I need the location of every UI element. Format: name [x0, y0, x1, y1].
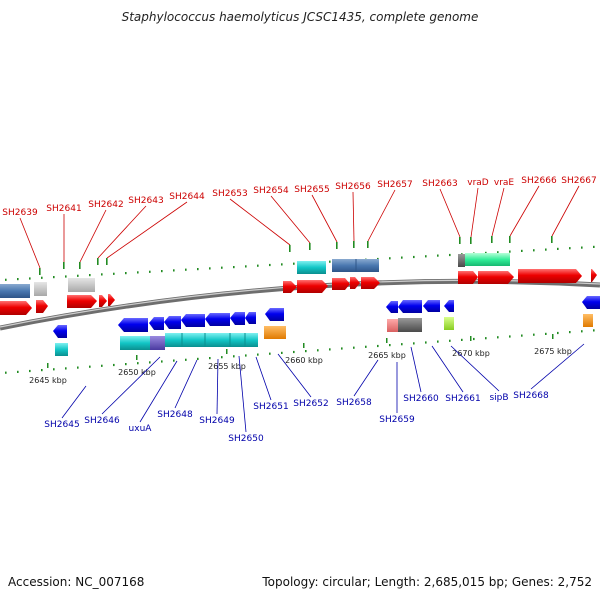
- scale-tick-label: 2650 kbp: [118, 368, 156, 377]
- gene-label-top: SH2653: [212, 189, 247, 199]
- gene-label-bottom: SH2660: [403, 394, 439, 404]
- reverse-gene-arrow: [245, 312, 256, 324]
- gene-block: [68, 278, 95, 292]
- forward-gene-arrow: [108, 294, 115, 306]
- scale-tick-label: 2675 kbp: [534, 347, 572, 356]
- forward-gene-arrow: [350, 277, 360, 289]
- gene-label-top: SH2643: [128, 196, 163, 206]
- gene-label-bottom: SH2661: [445, 394, 480, 404]
- gene-label-top: SH2655: [294, 185, 329, 195]
- gene-label-bottom: SH2648: [157, 410, 193, 420]
- gene-block: [458, 254, 465, 267]
- gene-label-top: SH2663: [422, 179, 457, 189]
- scale-tick-label: 2655 kbp: [208, 362, 246, 371]
- gene-block: [583, 314, 593, 327]
- reverse-gene-arrow: [164, 316, 181, 329]
- gene-label-bottom: SH2645: [44, 420, 79, 430]
- gene-block: [387, 319, 398, 332]
- forward-gene-arrow: [283, 281, 297, 293]
- forward-gene-arrow: [99, 295, 107, 307]
- gene-label-top: SH2639: [2, 208, 38, 218]
- reverse-gene-arrow: [118, 318, 148, 332]
- gene-label-top: vraE: [494, 178, 515, 188]
- gene-label-bottom: SH2650: [228, 434, 264, 444]
- forward-gene-arrow: [518, 269, 582, 283]
- gene-label-top: SH2667: [561, 176, 596, 186]
- gene-block: [297, 261, 326, 274]
- gene-block: [398, 318, 422, 332]
- forward-gene-arrow: [36, 300, 48, 313]
- gene-block: [120, 336, 150, 350]
- accession-text: Accession: NC_007168: [8, 575, 145, 589]
- gene-label-bottom: SH2651: [253, 402, 288, 412]
- gene-label-top: SH2641: [46, 204, 81, 214]
- forward-gene-arrow: [591, 269, 597, 282]
- reverse-gene-arrow: [582, 296, 600, 309]
- gene-label-top: SH2666: [521, 176, 557, 186]
- gene-label-top: SH2644: [169, 192, 205, 202]
- gene-block: [264, 326, 286, 339]
- top-gene-labels: SH2639 SH2641 SH2642 SH2643 SH2644 SH2653 SH26…: [2, 176, 597, 275]
- reverse-gene-arrow: [265, 308, 284, 321]
- reverse-gene-arrow: [230, 312, 245, 325]
- gene-label-bottom: SH2658: [336, 398, 372, 408]
- reverse-gene-arrow: [53, 325, 67, 338]
- gene-features: [0, 253, 600, 356]
- gene-label-bottom: SH2659: [379, 415, 415, 425]
- gene-label-bottom: SH2652: [293, 399, 328, 409]
- gene-label-bottom: SH2668: [513, 391, 549, 401]
- scale-tick-label: 2665 kbp: [368, 351, 406, 360]
- gene-block: [465, 253, 510, 266]
- genome-summary-text: Topology: circular; Length: 2,685,015 bp…: [262, 575, 592, 589]
- reverse-gene-arrow: [444, 300, 454, 312]
- gene-label-bottom: sipB: [489, 393, 508, 403]
- genome-title: Staphylococcus haemolyticus JCSC1435, co…: [121, 10, 479, 24]
- reverse-gene-arrow: [423, 300, 440, 312]
- forward-gene-arrow: [478, 271, 514, 284]
- reverse-gene-arrow: [149, 317, 164, 330]
- reverse-gene-arrow: [398, 300, 422, 313]
- reverse-gene-arrow: [386, 301, 398, 313]
- forward-gene-arrow: [297, 280, 328, 293]
- forward-gene-arrow: [361, 277, 380, 289]
- forward-gene-arrow: [67, 295, 97, 308]
- gene-block: [150, 336, 165, 350]
- forward-gene-arrow: [458, 271, 478, 284]
- gene-block: [0, 284, 30, 298]
- forward-gene-arrow: [0, 301, 32, 315]
- gene-block: [55, 343, 68, 356]
- reverse-gene-arrow: [181, 314, 205, 327]
- gene-label-top: SH2657: [377, 180, 412, 190]
- gene-label-top: vraD: [467, 178, 489, 188]
- gene-label-bottom: SH2646: [84, 416, 120, 426]
- scale-ticks: 2645 kbp 2650 kbp 2655 kbp 2660 kbp 2665 kbp…: [29, 334, 572, 385]
- gene-label-bottom: SH2649: [199, 416, 235, 426]
- forward-gene-arrow: [332, 278, 350, 290]
- scale-tick-label: 2670 kbp: [452, 349, 490, 358]
- gene-label-top: SH2642: [88, 200, 123, 210]
- gene-label-bottom: uxuA: [129, 424, 153, 434]
- gene-label-top: SH2654: [253, 186, 289, 196]
- gene-block: [34, 282, 47, 296]
- reverse-gene-arrow: [205, 313, 230, 326]
- gene-block: [444, 317, 454, 330]
- scale-tick-label: 2660 kbp: [285, 356, 323, 365]
- scale-tick-label: 2645 kbp: [29, 376, 67, 385]
- gene-block: [165, 333, 258, 347]
- gene-label-top: SH2656: [335, 182, 371, 192]
